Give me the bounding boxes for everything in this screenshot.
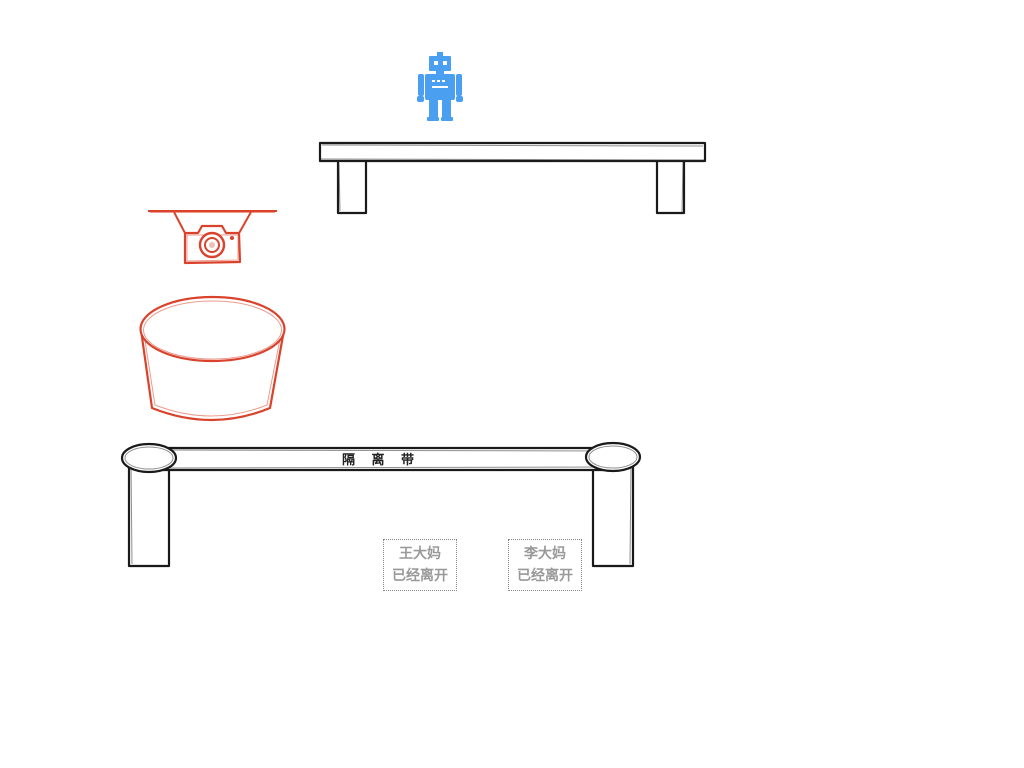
visitor-status: 已经离开 xyxy=(517,568,573,584)
table xyxy=(318,141,707,215)
visitor-name: 王大妈 xyxy=(399,546,441,562)
bucket-icon xyxy=(139,295,286,422)
robot-icon[interactable] xyxy=(417,52,463,121)
camera-icon[interactable] xyxy=(183,224,242,265)
visitor-name: 李大妈 xyxy=(524,546,566,562)
visitor-status: 已经离开 xyxy=(392,568,448,584)
visitor-card-wang[interactable]: 王大妈 已经离开 xyxy=(383,539,457,591)
barrier-label: 隔 离 带 xyxy=(342,452,420,468)
camera-mount xyxy=(148,210,277,236)
visitor-card-li[interactable]: 李大妈 已经离开 xyxy=(508,539,582,591)
barrier: 隔 离 带 xyxy=(120,441,642,568)
